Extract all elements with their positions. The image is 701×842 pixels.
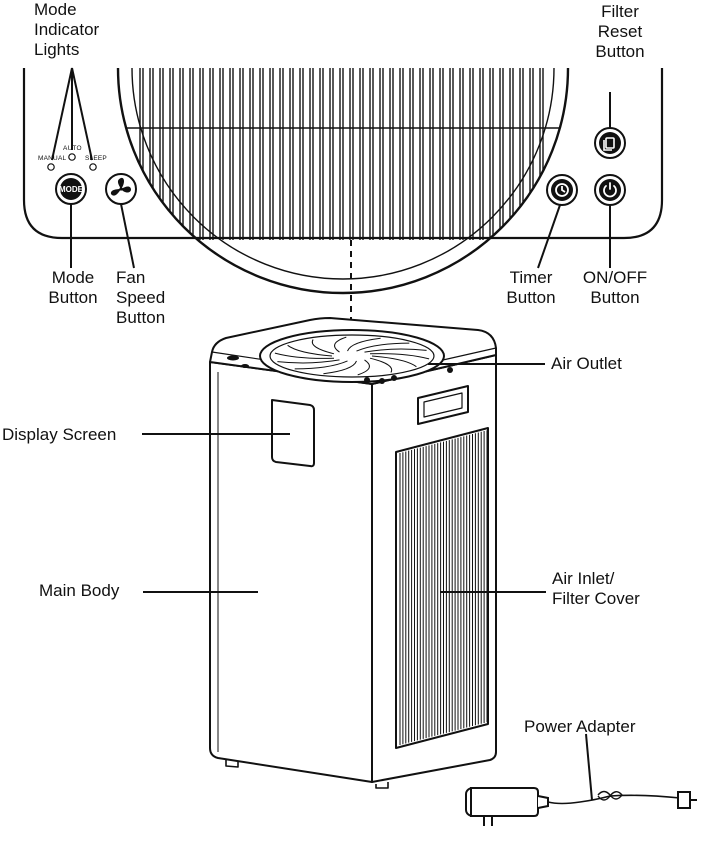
main-body xyxy=(209,361,373,783)
display-screen-label: Display Screen xyxy=(2,425,117,444)
air-inlet-filter-cover-label: Air Inlet/ Filter Cover xyxy=(552,569,640,608)
on-off-button[interactable] xyxy=(594,174,626,206)
air-outlet-label: Air Outlet xyxy=(551,354,622,373)
indicator-auto-label: AUTO xyxy=(63,145,82,152)
fan-grille xyxy=(116,67,570,295)
mode-button-label: Mode Button xyxy=(48,268,98,307)
panel-leader-lines xyxy=(51,67,611,269)
mode-indicator-lights xyxy=(47,153,97,171)
on-off-button-label: ON/OFF Button xyxy=(582,268,648,307)
top-controls xyxy=(227,355,453,384)
power-adapter-label: Power Adapter xyxy=(524,717,636,736)
display-screen xyxy=(271,399,315,468)
fan-speed-button-label: Fan Speed Button xyxy=(116,268,166,327)
indicator-light-manual xyxy=(47,163,55,171)
power-icon xyxy=(603,182,617,198)
indicator-manual-label: MANUAL xyxy=(38,155,67,162)
mode-button-text: MODE xyxy=(59,185,84,194)
mode-button[interactable]: MODE xyxy=(55,173,87,205)
indicator-light-auto xyxy=(68,153,76,161)
filter-reset-button-label: Filter Reset Button xyxy=(595,2,645,61)
main-body-label: Main Body xyxy=(39,581,120,600)
mode-indicator-lights-label: Mode Indicator Lights xyxy=(34,0,100,59)
filter-icon xyxy=(603,137,615,151)
filter-cover xyxy=(395,427,489,749)
clock-icon xyxy=(555,183,569,197)
power-adapter xyxy=(465,733,697,826)
fan-icon xyxy=(110,177,131,196)
indicator-light-sleep xyxy=(89,163,97,171)
fan-speed-button[interactable] xyxy=(105,173,137,205)
filter-reset-button[interactable] xyxy=(594,127,626,159)
indicator-sleep-label: SLEEP xyxy=(85,155,107,162)
body-leader-lines xyxy=(142,363,546,593)
purifier-unit xyxy=(209,317,497,789)
timer-button[interactable] xyxy=(546,174,578,206)
timer-button-label: Timer Button xyxy=(506,268,556,307)
